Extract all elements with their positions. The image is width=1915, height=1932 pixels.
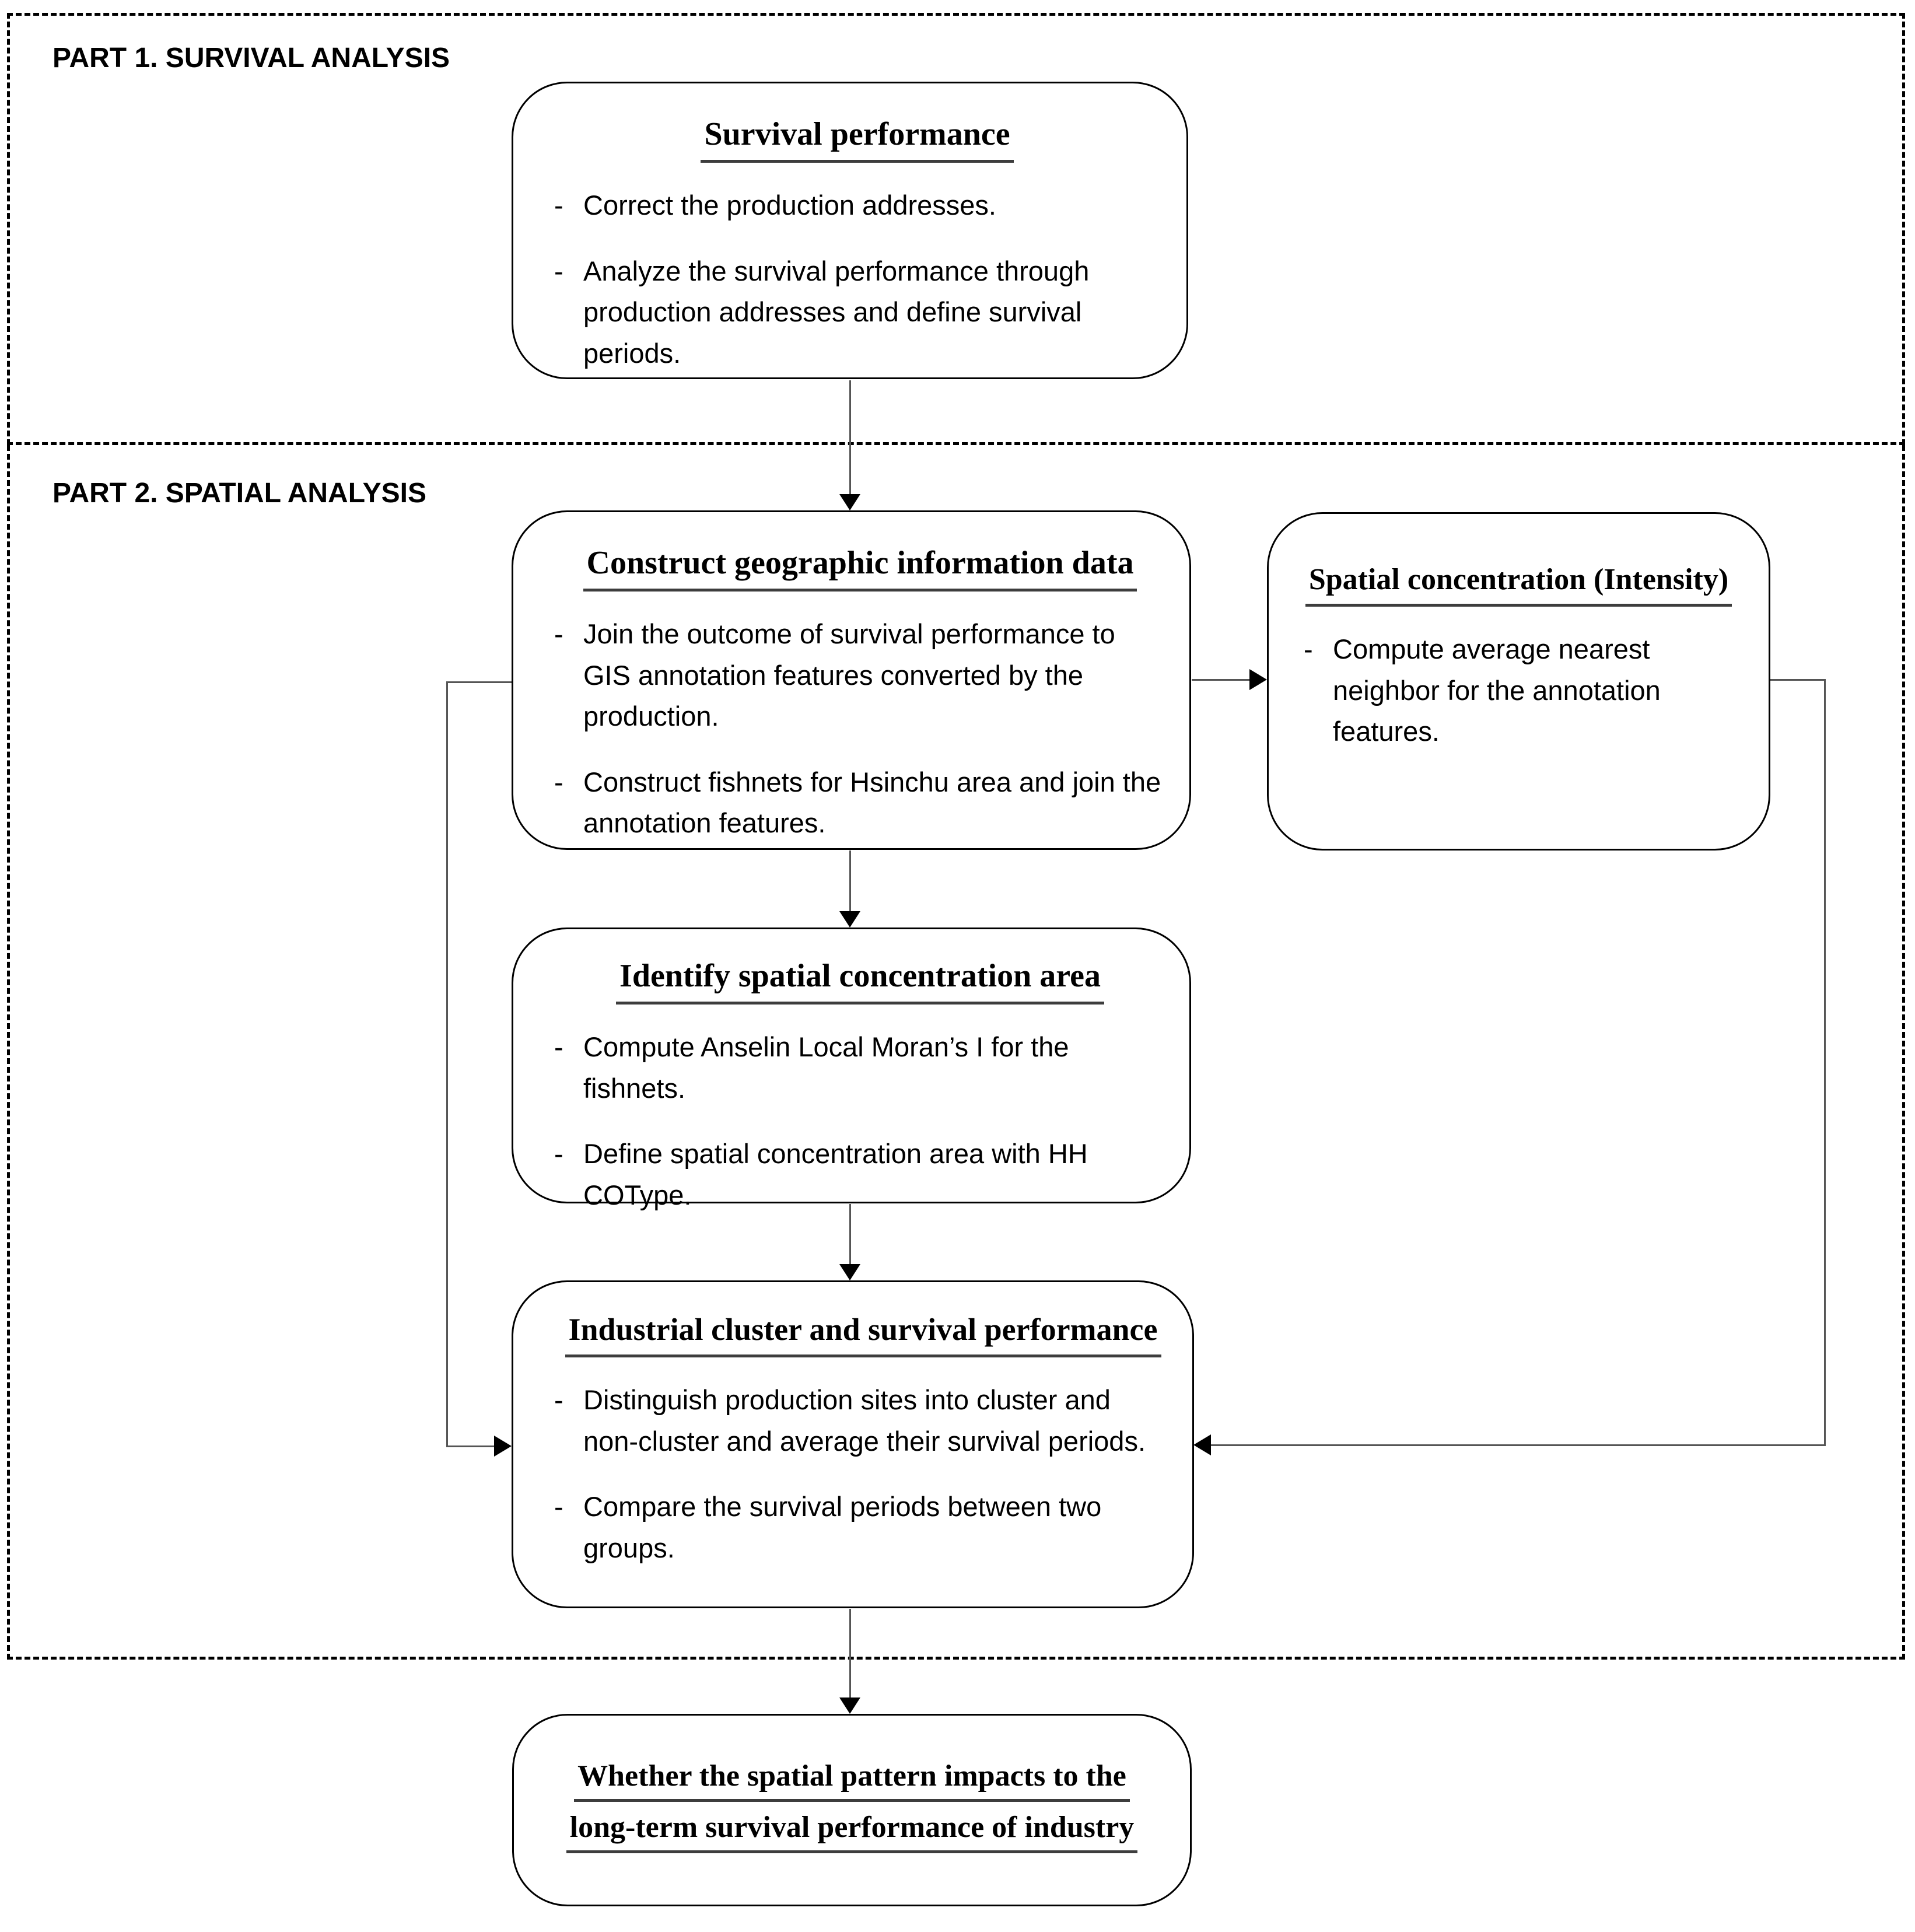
bullet-marker: -: [554, 1138, 563, 1169]
arrowhead-down-icon: [839, 494, 860, 510]
node-title-text: Survival performance: [701, 116, 1014, 163]
arrowhead-down-icon: [839, 1264, 860, 1280]
bullet-list: - Distinguish production sites into clus…: [554, 1380, 1172, 1569]
bullet-marker: -: [554, 190, 563, 220]
bullet-text: Distinguish production sites into cluste…: [583, 1384, 1146, 1457]
bullet-text: Define spatial concentration area with H…: [583, 1138, 1088, 1210]
connector-right-elbow-top: [1770, 679, 1826, 681]
arrowhead-left-icon: [1193, 1434, 1211, 1455]
node-survival-performance: Survival performance - Correct the produ…: [512, 82, 1188, 379]
bullet-marker: -: [554, 255, 563, 286]
node-title: Identify spatial concentration area: [554, 957, 1166, 1005]
connector-left-elbow-bottom: [446, 1446, 495, 1447]
bullet-list: - Correct the production addresses. - An…: [554, 185, 1160, 374]
bullet-text: Analyze the survival performance through…: [583, 255, 1090, 369]
connector-construct-to-identify: [849, 850, 851, 912]
conclusion-line-2: long-term survival performance of indust…: [566, 1810, 1138, 1861]
connector-left-elbow-vertical: [446, 681, 448, 1447]
connector-survival-to-construct: [849, 380, 851, 495]
node-construct-geo-data: Construct geographic information data - …: [512, 510, 1191, 850]
node-title: Spatial concentration (Intensity): [1304, 562, 1734, 607]
conclusion-text-1: Whether the spatial pattern impacts to t…: [574, 1759, 1130, 1802]
node-title: Construct geographic information data: [554, 544, 1166, 592]
bullet-item: - Compare the survival periods between t…: [554, 1486, 1172, 1569]
arrowhead-down-icon: [839, 1698, 860, 1714]
arrowhead-right-icon: [494, 1436, 512, 1457]
node-industrial-cluster: Industrial cluster and survival performa…: [512, 1280, 1194, 1608]
connector-right-elbow-bottom: [1211, 1444, 1826, 1446]
bullet-list: - Compute Anselin Local Moran’s I for th…: [554, 1027, 1166, 1216]
bullet-marker: -: [554, 1491, 563, 1522]
node-conclusion: Whether the spatial pattern impacts to t…: [512, 1714, 1192, 1906]
bullet-item: - Analyze the survival performance throu…: [554, 251, 1160, 374]
node-title-text: Identify spatial concentration area: [616, 957, 1104, 1005]
bullet-list: - Join the outcome of survival performan…: [554, 614, 1166, 844]
bullet-text: Join the outcome of survival performance…: [583, 618, 1115, 732]
arrowhead-right-icon: [1249, 669, 1267, 690]
bullet-marker: -: [554, 618, 563, 649]
arrowhead-down-icon: [839, 911, 860, 928]
node-title-text: Construct geographic information data: [583, 544, 1137, 592]
conclusion-line-1: Whether the spatial pattern impacts to t…: [574, 1759, 1130, 1810]
node-identify-concentration-area: Identify spatial concentration area - Co…: [512, 928, 1191, 1210]
bullet-text: Compute average nearest neighbor for the…: [1333, 634, 1661, 747]
node-title-text: Spatial concentration (Intensity): [1305, 562, 1732, 607]
bullet-item: - Compute Anselin Local Moran’s I for th…: [554, 1027, 1166, 1109]
bullet-text: Compare the survival periods between two…: [583, 1491, 1102, 1563]
connector-right-elbow-vertical: [1824, 679, 1826, 1446]
conclusion-text-2: long-term survival performance of indust…: [566, 1810, 1138, 1853]
node-spatial-concentration: Spatial concentration (Intensity) - Comp…: [1267, 512, 1770, 850]
bullet-text: Correct the production addresses.: [583, 190, 996, 220]
bullet-text: Construct fishnets for Hsinchu area and …: [583, 766, 1161, 839]
bullet-item: - Construct fishnets for Hsinchu area an…: [554, 762, 1166, 844]
part2-region: [7, 445, 1905, 1660]
connector-identify-to-industrial: [849, 1204, 851, 1265]
part2-label: PART 2. SPATIAL ANALYSIS: [52, 478, 426, 509]
bullet-item: - Compute average nearest neighbor for t…: [1304, 629, 1734, 752]
bullet-list: - Compute average nearest neighbor for t…: [1304, 629, 1734, 777]
node-title: Industrial cluster and survival performa…: [554, 1311, 1172, 1357]
bullet-text: Compute Anselin Local Moran’s I for the …: [583, 1031, 1069, 1104]
bullet-item: - Distinguish production sites into clus…: [554, 1380, 1172, 1462]
bullet-marker: -: [554, 766, 563, 797]
bullet-item: - Correct the production addresses.: [554, 185, 1160, 226]
bullet-item: - Join the outcome of survival performan…: [554, 614, 1166, 737]
part1-region: [7, 13, 1905, 445]
node-title-text: Industrial cluster and survival performa…: [565, 1311, 1161, 1357]
connector-industrial-to-conclusion: [849, 1609, 851, 1698]
connector-construct-to-spatial: [1192, 679, 1250, 681]
bullet-item: - Define spatial concentration area with…: [554, 1133, 1166, 1216]
bullet-marker: -: [1304, 634, 1313, 665]
connector-left-elbow-top: [446, 681, 512, 683]
part1-label: PART 1. SURVIVAL ANALYSIS: [52, 43, 450, 74]
bullet-marker: -: [554, 1384, 563, 1415]
bullet-marker: -: [554, 1031, 563, 1062]
node-title: Survival performance: [554, 116, 1160, 163]
